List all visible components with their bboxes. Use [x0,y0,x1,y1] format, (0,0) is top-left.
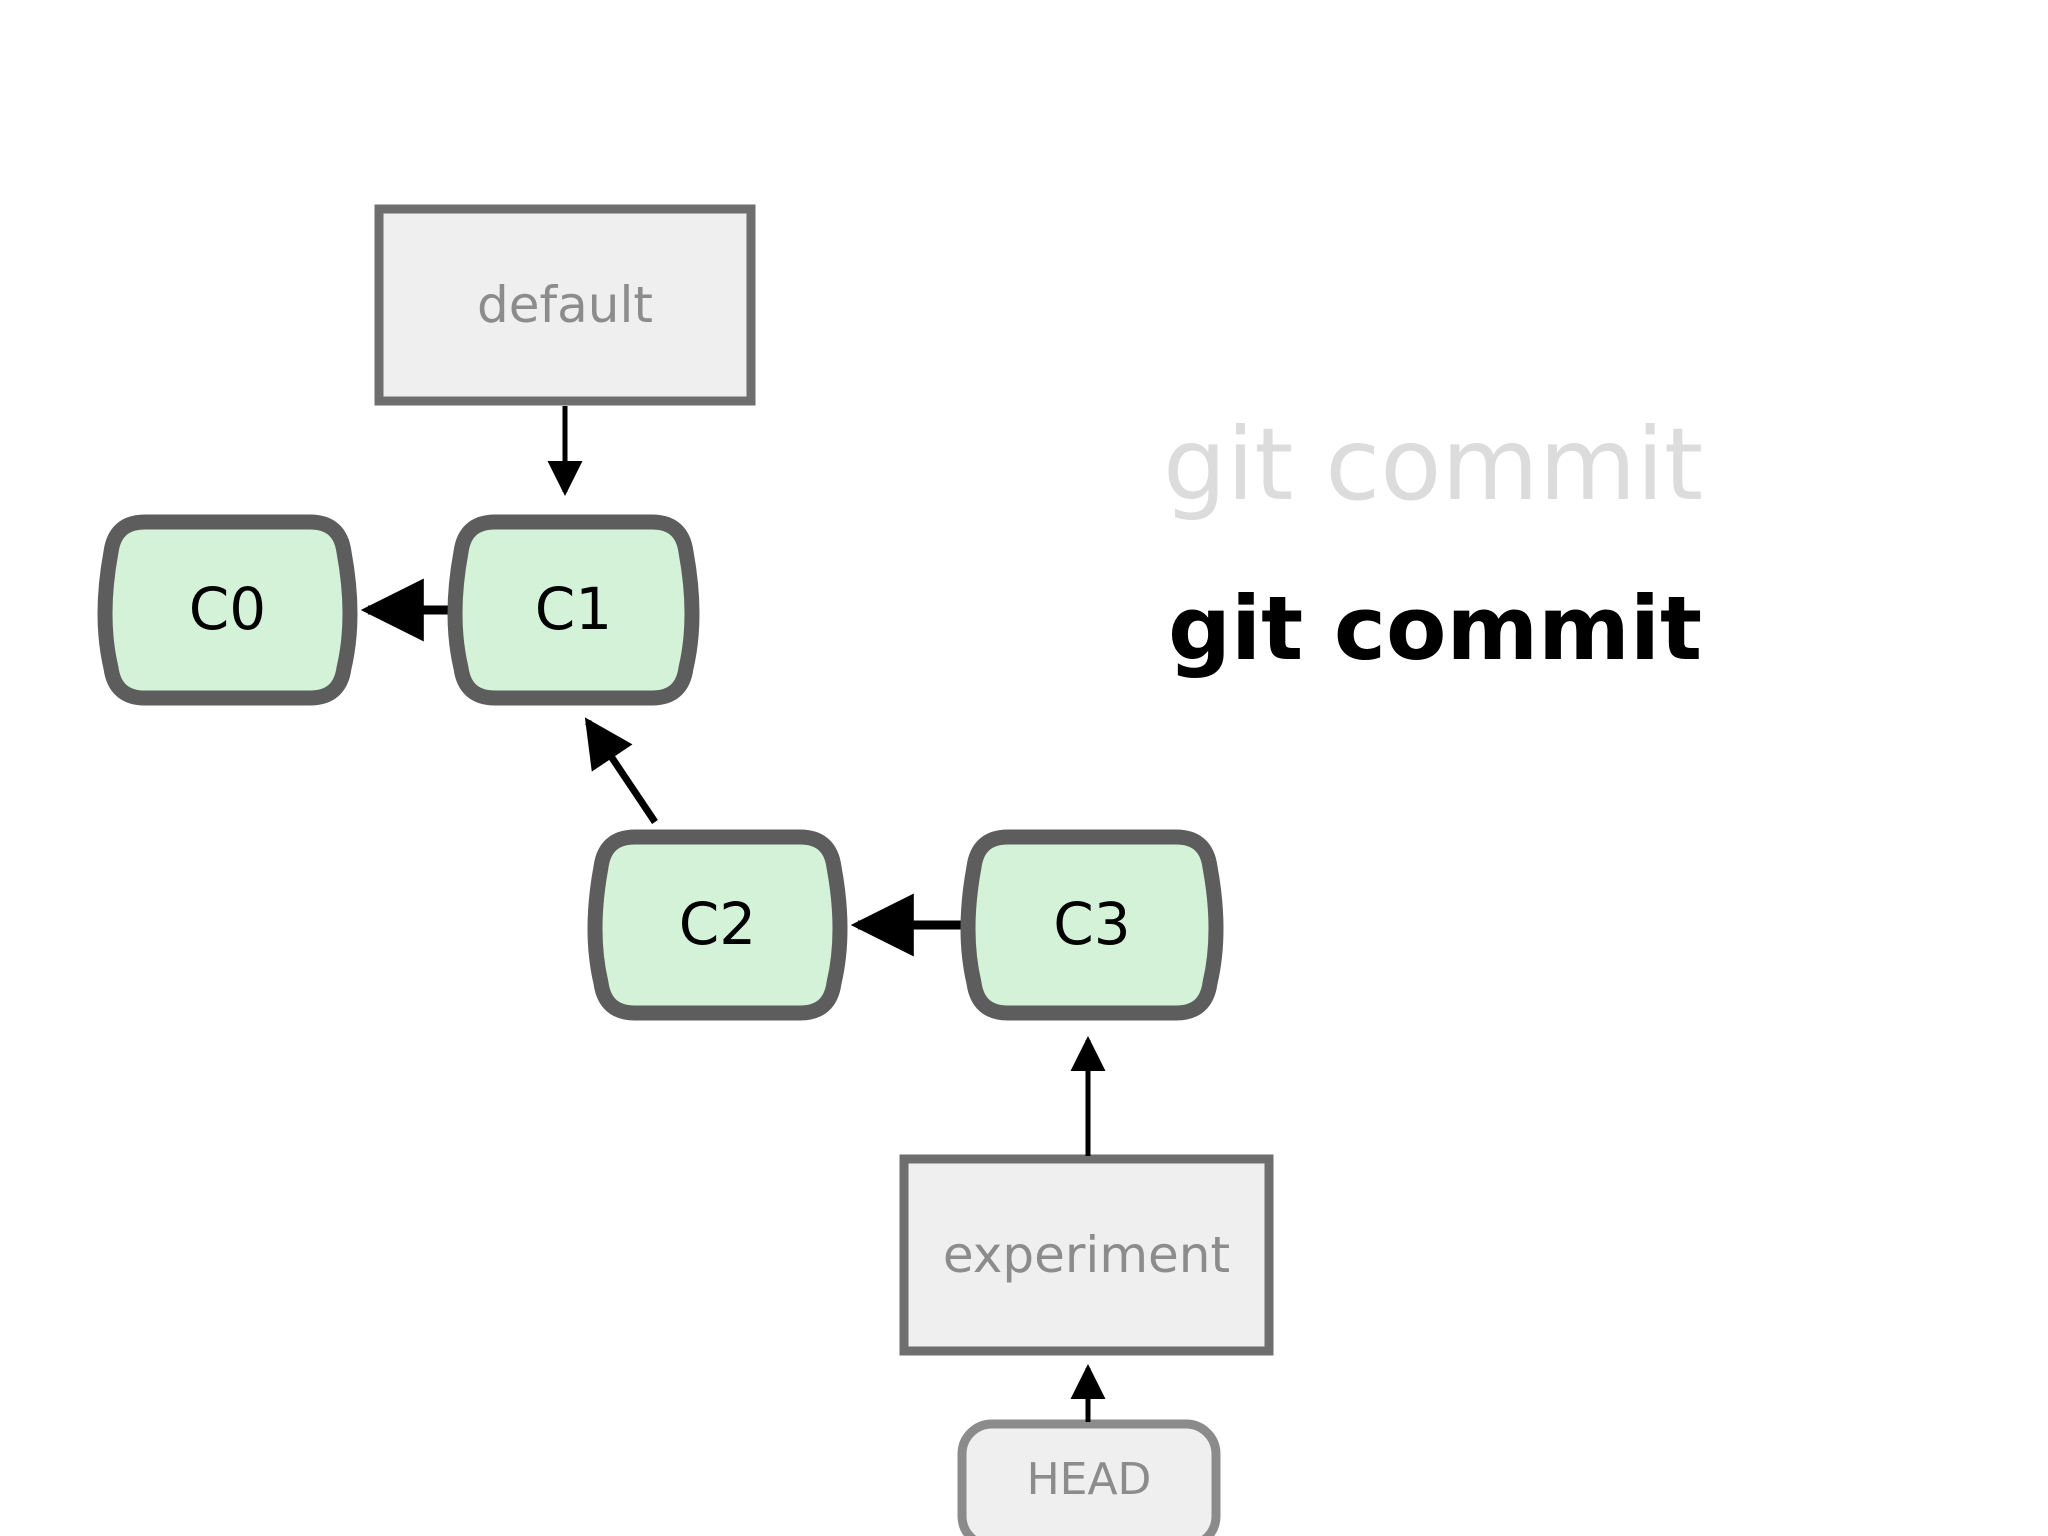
commit-node-c0-shape [97,514,358,706]
commit-node-c2[interactable] [587,829,848,1021]
ref-box-experiment-shape [899,1154,1274,1356]
ref-box-default-shape [374,204,756,406]
ref-label-default: default [477,276,653,334]
ghost-command-text: git commit [1163,406,1704,523]
commit-label-c3: C3 [1053,890,1131,958]
commit-node-c2-shape [587,829,848,1021]
commit-node-c1[interactable] [447,514,700,706]
commit-node-c1-shape [447,514,700,706]
commit-label-c1: C1 [534,575,613,643]
commit-node-c3-shape [960,829,1224,1021]
edge-c2-to-c1 [584,717,658,824]
ref-box-head-shape [957,1419,1221,1536]
ref-box-head[interactable] [957,1419,1221,1536]
commit-label-c0: C0 [188,575,267,643]
ref-box-experiment[interactable] [899,1154,1274,1356]
ref-label-head: HEAD [1026,1454,1152,1505]
commit-node-c3[interactable] [960,829,1224,1021]
commit-node-c0[interactable] [97,514,358,706]
commit-label-c2: C2 [678,890,757,958]
ref-label-experiment: experiment [942,1226,1231,1284]
solid-command-text: git commit [1168,577,1703,680]
ref-box-default[interactable] [374,204,756,406]
